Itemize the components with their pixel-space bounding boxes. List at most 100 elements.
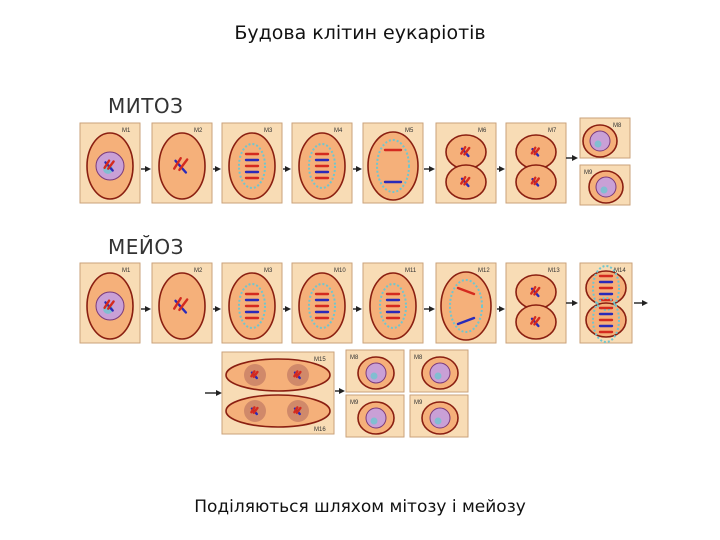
- nucleolus: [434, 417, 442, 425]
- panel-label: M16: [314, 427, 326, 433]
- nucleolus: [600, 186, 608, 194]
- nucleolus: [370, 372, 378, 380]
- nucleus: [429, 407, 451, 429]
- spindle: [238, 143, 266, 189]
- panel-label: M12: [478, 268, 490, 274]
- chromosome: [460, 175, 467, 185]
- nucleolus: [370, 417, 378, 425]
- chromosome: [293, 406, 299, 414]
- chromosome: [530, 316, 537, 325]
- arrow-head: [215, 166, 221, 172]
- spindle: [592, 265, 620, 311]
- panel-label: M6: [478, 128, 487, 134]
- chromosome: [172, 156, 182, 170]
- panel-label: M2: [194, 268, 203, 274]
- panel-label: M8: [613, 123, 622, 129]
- nucleus: [365, 362, 387, 384]
- meiosis-heading: МЕЙОЗ: [108, 235, 184, 259]
- arrow-head: [356, 306, 362, 312]
- chromosome: [456, 316, 476, 326]
- panel-label: M4: [334, 128, 343, 134]
- panel-label: M2: [194, 128, 203, 134]
- chromosome: [530, 146, 537, 155]
- nucleus: [365, 407, 387, 429]
- chromosome: [103, 159, 111, 170]
- chromosome: [463, 176, 471, 186]
- arrow-head: [145, 166, 151, 172]
- panel-label: M1: [122, 128, 131, 134]
- chromosome: [463, 146, 471, 156]
- arrow-head: [572, 300, 578, 306]
- spindle: [449, 279, 483, 333]
- arrow-head: [339, 388, 345, 394]
- cell: [225, 358, 331, 392]
- panel-label: M1: [122, 268, 131, 274]
- panel-label: M3: [264, 128, 273, 134]
- panel-label: M7: [548, 128, 557, 134]
- page-title: Будова клітин еукаріотів: [234, 22, 486, 44]
- chromosome: [533, 316, 541, 326]
- arrow-head: [499, 306, 505, 312]
- panel-label: M9: [584, 170, 593, 176]
- chromosome: [295, 406, 302, 414]
- panel-label: M13: [548, 268, 560, 274]
- cell: [225, 394, 331, 428]
- panel-label: M8: [350, 355, 359, 361]
- nucleolus: [594, 140, 602, 148]
- cell: [367, 131, 419, 201]
- arrow-head: [572, 155, 578, 161]
- arrow-head: [642, 300, 648, 306]
- spindle: [308, 283, 336, 329]
- chromosome: [250, 406, 256, 414]
- arrow-head: [499, 166, 505, 172]
- nucleus: [429, 362, 451, 384]
- panel-label: M9: [414, 400, 423, 406]
- arrow-head: [429, 166, 435, 172]
- spindle: [238, 283, 266, 329]
- panel-label: M10: [334, 268, 346, 274]
- chromosome: [178, 158, 189, 172]
- spindle: [376, 139, 410, 193]
- arrow-head: [145, 306, 151, 312]
- chromosome: [530, 286, 537, 295]
- chromosome: [103, 299, 111, 309]
- chromosome: [533, 177, 540, 186]
- chromosome: [252, 370, 259, 378]
- arrow-head: [429, 306, 435, 312]
- arrow-head: [285, 166, 291, 172]
- arrow-head: [285, 306, 291, 312]
- chromosome: [250, 370, 256, 378]
- panel-label: M15: [314, 357, 326, 363]
- spindle: [592, 297, 620, 343]
- chromosome: [456, 286, 476, 296]
- chromosome: [293, 370, 299, 378]
- chromosome: [295, 370, 302, 378]
- chromosome: [533, 286, 541, 296]
- chromosome: [172, 297, 182, 310]
- chromosome: [460, 145, 467, 155]
- panel-label: M9: [350, 400, 359, 406]
- mitosis-heading: МИТОЗ: [108, 94, 184, 118]
- chromosome: [252, 406, 259, 414]
- arrow-head: [215, 306, 221, 312]
- chromosome: [106, 300, 115, 310]
- nucleolus: [434, 372, 442, 380]
- panel-label: M11: [405, 268, 417, 274]
- arrow-head: [356, 166, 362, 172]
- spindle: [308, 143, 336, 189]
- spindle: [379, 283, 407, 329]
- chromosome: [530, 176, 537, 185]
- chromosome: [178, 298, 189, 312]
- panel-label: M8: [414, 355, 423, 361]
- cell: [440, 271, 492, 341]
- panel-label: M3: [264, 268, 273, 274]
- arrow-head: [216, 390, 222, 396]
- nucleus: [595, 176, 617, 198]
- panel-label: M5: [405, 128, 414, 134]
- panel-label: M14: [614, 268, 626, 274]
- chromosome: [533, 147, 540, 156]
- page-caption: Поділяються шляхом мітозу і мейозу: [194, 497, 526, 517]
- nucleus: [589, 130, 611, 152]
- chromosome: [106, 160, 115, 170]
